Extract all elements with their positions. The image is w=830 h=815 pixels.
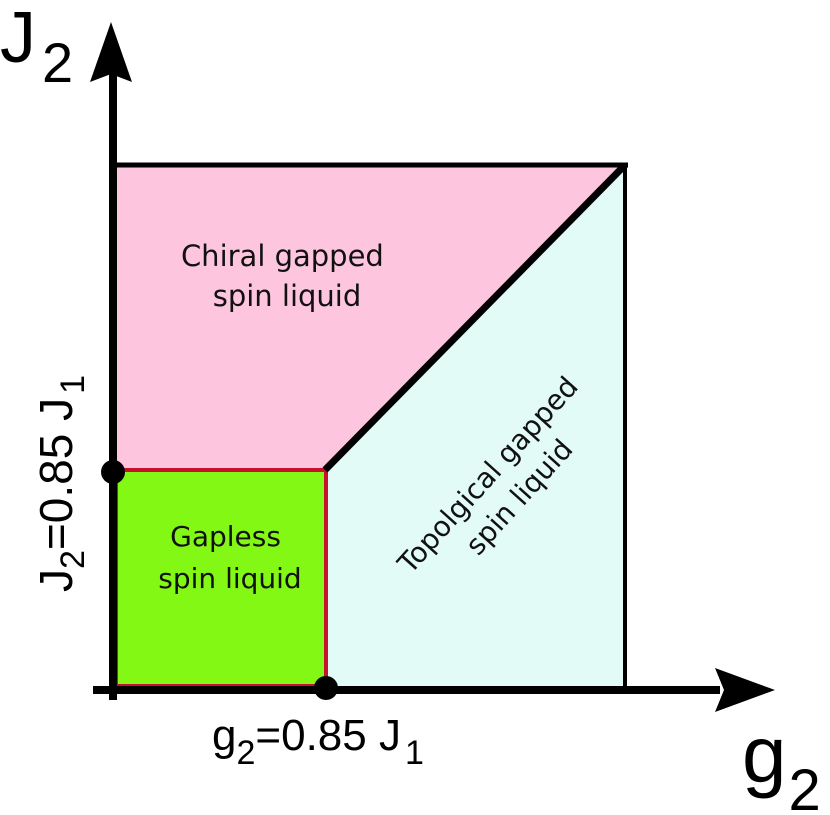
x-axis-arrow-icon xyxy=(715,668,775,712)
topological-region xyxy=(325,165,625,688)
chiral-region xyxy=(113,165,625,470)
phase-boundary-line xyxy=(322,162,628,473)
x-axis-label: g2 xyxy=(742,710,821,815)
gapless-region xyxy=(114,468,328,688)
x-marker-dot xyxy=(314,676,338,700)
gapless-label: Gapless spin liquid xyxy=(158,520,301,595)
chiral-label: Chiral gapped spin liquid xyxy=(181,239,393,313)
y-marker-dot xyxy=(101,460,125,484)
y-marker-label: J2=0.85 J1 xyxy=(30,375,92,592)
y-axis-arrow-icon xyxy=(90,22,132,82)
